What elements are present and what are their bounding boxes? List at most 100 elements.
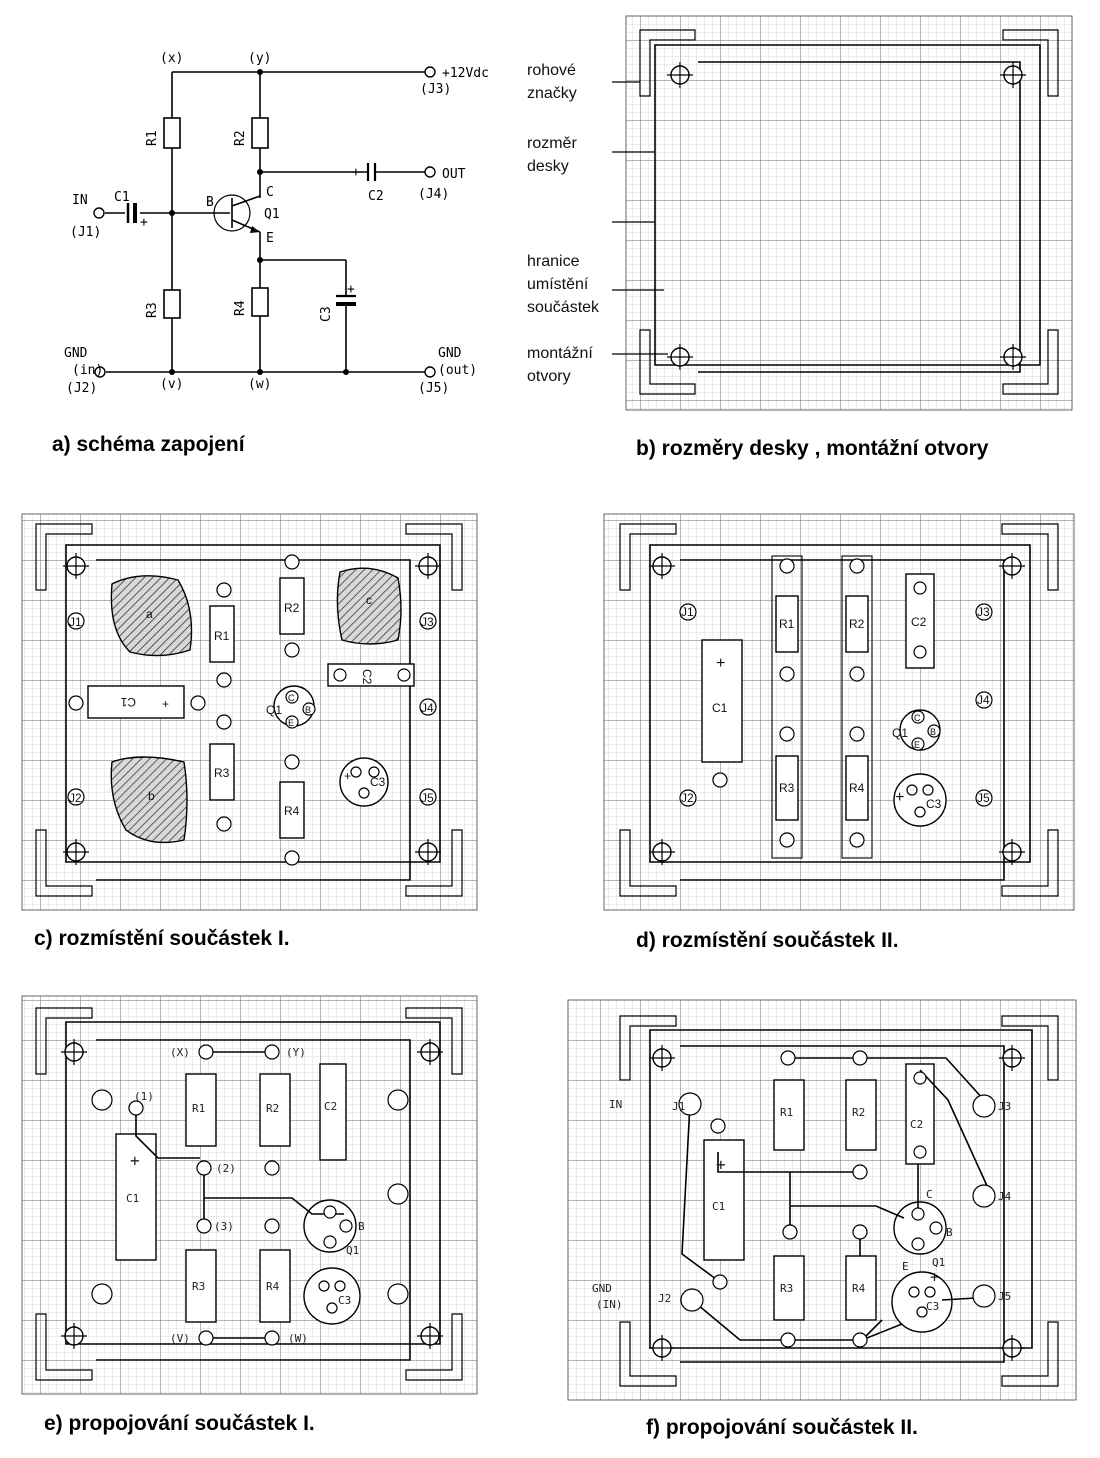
part-c1: C1: [120, 695, 136, 709]
r3-body: [773, 1255, 805, 1321]
c3-body: [893, 773, 947, 827]
side-gnd: GND: [592, 1282, 612, 1295]
part-c1-plus: +: [716, 1155, 726, 1174]
pin-c: C: [914, 713, 921, 723]
r1-body: [185, 1073, 217, 1147]
r2-body: [259, 1073, 291, 1147]
pin-b: B: [305, 705, 311, 715]
caption-c: c) rozmístění součástek I.: [34, 927, 290, 950]
mounting-holes-label-2: otvory: [527, 368, 571, 385]
gnd-out-jack: (J5): [418, 381, 449, 396]
schematic-a: (x) (y) (v) (w) +12Vdc (J3) OUT (J4) IN …: [64, 51, 489, 396]
corner-marks-label: rohové: [527, 62, 576, 79]
supply-label: +12Vdc: [442, 66, 489, 81]
node-v: (v): [160, 377, 183, 392]
part-r4: R4: [284, 804, 300, 818]
part-r2: R2: [852, 1106, 865, 1119]
board-d: J1 J2 J3 J4 J5 R1 R2 R3 R4 C1 + C2 C3 + …: [603, 513, 1075, 911]
r1-body: [773, 1079, 805, 1151]
caption-f: f) propojování součástek II.: [646, 1416, 918, 1439]
part-r3: R3: [780, 1282, 793, 1295]
part-q1: Q1: [892, 726, 908, 740]
r3-body: [775, 755, 799, 821]
part-c3-plus: +: [930, 1268, 939, 1286]
jack-j2: J2: [69, 791, 82, 805]
part-c3: C3: [338, 1294, 351, 1307]
jack-j5: J5: [421, 791, 434, 805]
part-r3: R3: [192, 1280, 205, 1293]
side-in: IN: [609, 1098, 622, 1111]
label-c3: C3: [319, 306, 334, 322]
jack-j5: J5: [977, 791, 990, 805]
board-e: (X) (Y) (1) (2) (3) (V) (W) R1 R2 R3 R4 …: [21, 995, 478, 1395]
part-r2: R2: [849, 617, 865, 631]
label-r4: R4: [233, 300, 248, 316]
node-2: (2): [216, 1162, 236, 1175]
zone-b: b: [148, 789, 155, 803]
jack-j5: J5: [998, 1290, 1011, 1303]
jack-j2: J2: [681, 791, 694, 805]
part-c2: C2: [324, 1100, 337, 1113]
jack-j3: J3: [998, 1100, 1011, 1113]
part-r3: R3: [779, 781, 795, 795]
pin-b: B: [946, 1226, 953, 1239]
caption-d: d) rozmístění součástek II.: [636, 929, 899, 952]
node-y: (Y): [286, 1046, 306, 1059]
part-c3: C3: [370, 775, 386, 789]
part-c3-plus: +: [895, 789, 904, 806]
placement-boundary-label: hranice: [527, 253, 580, 270]
caption-a: a) schéma zapojení: [52, 433, 246, 456]
part-c2: C2: [360, 669, 374, 685]
out-label: OUT: [442, 167, 466, 182]
node-3: (3): [214, 1220, 234, 1233]
zone-c: c: [366, 593, 372, 607]
part-c1: C1: [712, 701, 728, 715]
gnd-out-sub: (out): [438, 363, 477, 378]
c3-body: [303, 1267, 361, 1325]
c1-body: [701, 639, 743, 763]
part-r1: R1: [214, 629, 230, 643]
q1-body: [303, 1199, 357, 1253]
label-c1: C1: [114, 190, 130, 205]
corner-marks-label-2: značky: [527, 85, 577, 102]
pin-c: C: [926, 1188, 933, 1201]
r4-body: [845, 1255, 877, 1321]
part-r3: R3: [214, 766, 230, 780]
c2-body: [319, 1063, 347, 1161]
part-c2: C2: [911, 615, 927, 629]
r2-body: [845, 1079, 877, 1151]
pin-c: C: [288, 693, 295, 703]
node-y: (y): [248, 51, 271, 66]
part-c3-plus: +: [344, 769, 351, 783]
gnd-out-label: GND: [438, 346, 462, 361]
part-c1: C1: [126, 1192, 139, 1205]
jack-j1: J1: [672, 1100, 685, 1113]
node-1: (1): [134, 1090, 154, 1103]
r1-body: [775, 595, 799, 653]
out-jack: (J4): [418, 187, 449, 202]
part-c1-plus: +: [162, 697, 169, 711]
supply-jack: (J3): [420, 82, 451, 97]
part-c1-plus: +: [130, 1151, 140, 1170]
q1-body: [893, 1201, 947, 1255]
r2-body: [845, 595, 869, 653]
part-r1: R1: [779, 617, 795, 631]
part-q1: Q1: [346, 1244, 359, 1257]
r4-body: [845, 755, 869, 821]
c1-body: [115, 1133, 157, 1261]
part-c2: C2: [910, 1118, 923, 1131]
r3-body: [209, 743, 235, 801]
node-v: (V): [170, 1332, 190, 1345]
placement-boundary-label-2: umístění: [527, 276, 589, 293]
jack-j4: J4: [977, 693, 990, 707]
label-base: B: [206, 195, 214, 210]
caption-b: b) rozměry desky , montážní otvory: [636, 437, 989, 460]
gnd-in-jack: (J2): [66, 381, 97, 396]
pin-e: E: [914, 740, 920, 750]
part-r4: R4: [266, 1280, 280, 1293]
part-r2: R2: [266, 1102, 279, 1115]
jack-j3: J3: [421, 615, 434, 629]
r4-body: [259, 1249, 291, 1323]
node-x: (x): [160, 51, 183, 66]
part-q1: Q1: [932, 1256, 945, 1269]
